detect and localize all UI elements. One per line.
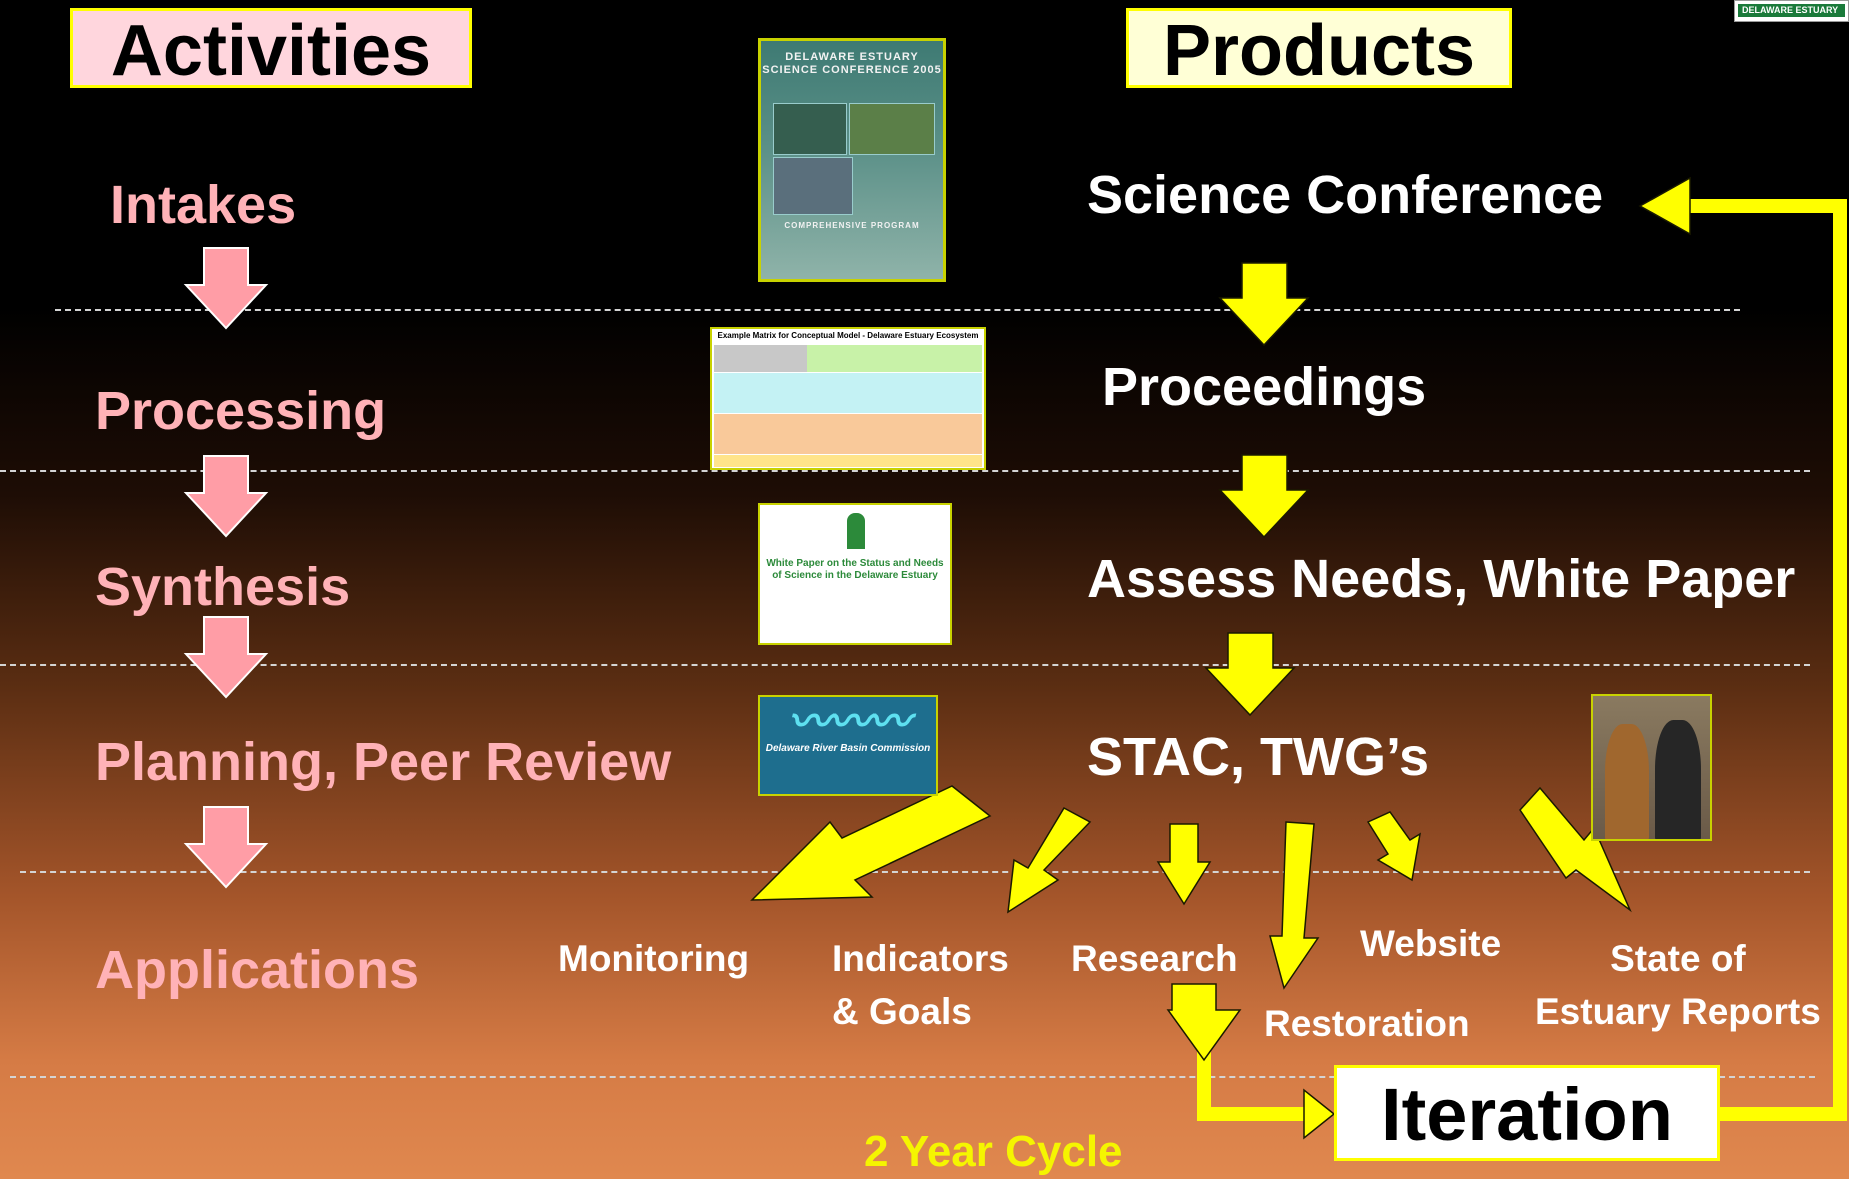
- science-conference-brochure-image: DELAWARE ESTUARY SCIENCE CONFERENCE 2005…: [758, 38, 946, 282]
- separator-line: [55, 309, 1740, 311]
- iteration-box: Iteration: [1334, 1065, 1720, 1161]
- planning-down-arrow: [183, 806, 269, 889]
- state-reports-line-1: State of: [1610, 938, 1746, 979]
- product-proceedings: Proceedings: [1102, 357, 1427, 417]
- separator-line: [0, 470, 1810, 472]
- white-paper-cover-image: White Paper on the Status and Needs of S…: [758, 503, 952, 645]
- activity-planning-peer-review: Planning, Peer Review: [95, 732, 672, 792]
- iteration-arrowhead: [1303, 1088, 1336, 1140]
- separator-line: [20, 871, 1810, 873]
- science-conference-return-arrowhead: [1638, 176, 1691, 236]
- white-paper-title: White Paper on the Status and Needs of S…: [766, 558, 944, 581]
- application-state-of-estuary-reports: State of Estuary Reports: [1535, 933, 1821, 1038]
- application-website: Website: [1360, 923, 1502, 964]
- lighthouse-icon: [847, 513, 865, 549]
- activity-intakes: Intakes: [110, 175, 297, 235]
- processing-down-arrow: [183, 455, 269, 538]
- activities-header: Activities: [70, 8, 472, 88]
- monitoring-arrow: [750, 785, 992, 901]
- state-reports-arrow: [1519, 786, 1632, 913]
- synthesis-down-arrow: [183, 616, 269, 699]
- brochure-photo: [849, 103, 935, 155]
- website-arrow: [1366, 811, 1422, 882]
- matrix-pelagic-rows: [714, 373, 982, 413]
- separator-line: [10, 1076, 1815, 1078]
- whitepaper-down-arrow: [1204, 632, 1296, 717]
- application-restoration: Restoration: [1264, 1003, 1470, 1044]
- product-assess-needs-white-paper: Assess Needs, White Paper: [1087, 549, 1796, 609]
- separator-line: [0, 664, 1810, 666]
- delaware-estuary-logo: DELAWARE ESTUARY: [1734, 0, 1849, 22]
- people-photo: [1591, 694, 1712, 841]
- product-stac-twgs: STAC, TWG’s: [1087, 727, 1429, 787]
- research-to-iteration-line: [1197, 1040, 1310, 1121]
- drbc-wave-logo: 〰〰〰: [787, 698, 910, 745]
- matrix-title: Example Matrix for Conceptual Model - De…: [717, 331, 979, 340]
- application-research: Research: [1071, 938, 1238, 979]
- product-science-conference: Science Conference: [1087, 165, 1604, 225]
- drbc-caption: Delaware River Basin Commission: [765, 743, 931, 754]
- brochure-subtitle: COMPREHENSIVE PROGRAM: [784, 221, 920, 230]
- matrix-socio-row: [714, 455, 982, 467]
- activity-applications: Applications: [95, 940, 420, 1000]
- brochure-photo: [773, 157, 853, 215]
- matrix-benthic-rows: [714, 414, 982, 454]
- drbc-logo-image: 〰〰〰 Delaware River Basin Commission: [758, 695, 938, 796]
- research-down-arrowhead: [1166, 983, 1242, 1062]
- person-right: [1655, 720, 1701, 839]
- indicators-line-2: & Goals: [832, 990, 972, 1032]
- research-arrow: [1156, 823, 1212, 906]
- state-reports-line-2: Estuary Reports: [1535, 990, 1821, 1032]
- iteration-return-line: [1688, 199, 1847, 1121]
- indicators-arrow: [1007, 807, 1092, 914]
- intakes-down-arrow: [183, 247, 269, 330]
- application-monitoring: Monitoring: [558, 938, 750, 979]
- activity-processing: Processing: [95, 381, 387, 441]
- matrix-tidal-header: [807, 345, 982, 372]
- indicators-line-1: Indicators: [832, 938, 1009, 979]
- proceedings-down-arrow: [1218, 454, 1310, 539]
- two-year-cycle-label: 2 Year Cycle: [864, 1127, 1123, 1176]
- conceptual-model-matrix-image: Example Matrix for Conceptual Model - De…: [710, 327, 986, 470]
- brochure-title: DELAWARE ESTUARY SCIENCE CONFERENCE 2005: [762, 51, 942, 76]
- application-indicators-goals: Indicators & Goals: [832, 933, 1009, 1038]
- conference-down-arrow: [1218, 262, 1310, 347]
- person-left: [1605, 724, 1649, 839]
- brochure-photo: [773, 103, 847, 155]
- products-header: Products: [1126, 8, 1512, 88]
- restoration-arrow: [1269, 821, 1320, 990]
- activity-synthesis: Synthesis: [95, 557, 351, 617]
